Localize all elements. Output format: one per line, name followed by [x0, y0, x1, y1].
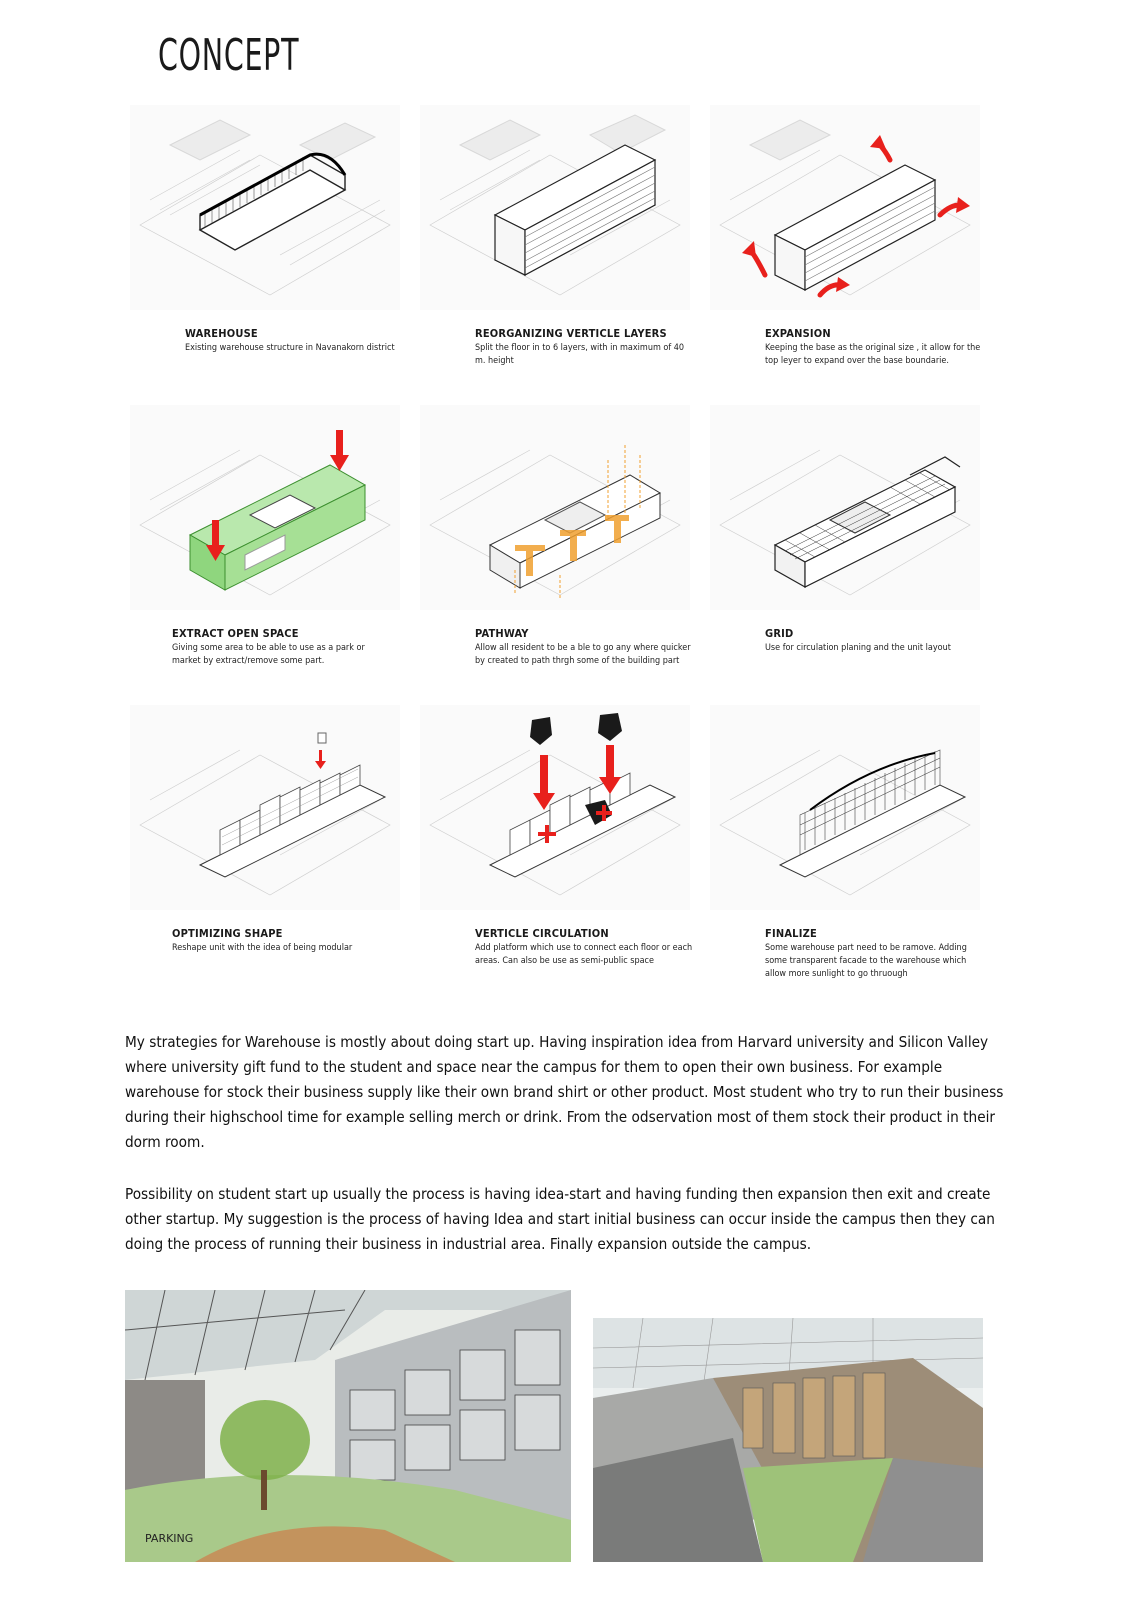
- step-description: Allow all resident to be a ble to go any…: [475, 643, 691, 666]
- strategy-paragraph: My strategies for Warehouse is mostly ab…: [125, 1033, 1004, 1151]
- aerial-sketch: [593, 1318, 983, 1562]
- step-title: WAREHOUSE: [185, 327, 258, 340]
- step-extract-open-space: EXTRACT OPEN SPACE Giving some area to b…: [130, 405, 400, 705]
- step-description: Existing warehouse structure in Navanako…: [185, 343, 395, 353]
- step-expansion: EXPANSION Keeping the base as the origin…: [710, 105, 980, 405]
- step-description: Keeping the base as the original size , …: [765, 343, 981, 366]
- step-title: FINALIZE: [765, 927, 817, 940]
- step-title: OPTIMIZING SHAPE: [172, 927, 283, 940]
- courtyard-sketch: PARKING: [125, 1290, 571, 1562]
- step-description: Use for circulation planing and the unit…: [765, 643, 951, 653]
- pathway-diagram: [420, 405, 690, 610]
- step-description: Some warehouse part need to be ramove. A…: [765, 943, 967, 979]
- optimizing-shape-diagram: [130, 705, 400, 910]
- step-title: EXTRACT OPEN SPACE: [172, 627, 299, 640]
- grid-diagram: [710, 405, 980, 610]
- step-title: REORGANIZING VERTICLE LAYERS: [475, 327, 667, 340]
- step-verticle-circulation: VERTICLE CIRCULATION Add platform which …: [420, 705, 692, 1005]
- page-title: CONCEPT: [158, 30, 300, 81]
- expansion-diagram: [710, 105, 980, 310]
- step-warehouse: WAREHOUSE Existing warehouse structure i…: [130, 105, 400, 405]
- step-title: VERTICLE CIRCULATION: [475, 927, 609, 940]
- step-title: PATHWAY: [475, 627, 529, 640]
- warehouse-diagram: [130, 105, 400, 310]
- step-pathway: PATHWAY Allow all resident to be a ble t…: [420, 405, 691, 705]
- process-paragraph: Possibility on student start up usually …: [125, 1185, 995, 1253]
- step-description: Reshape unit with the idea of being modu…: [172, 943, 353, 953]
- layers-diagram: [420, 105, 690, 310]
- step-description: Split the floor in to 6 layers, with in …: [475, 343, 685, 366]
- step-title: GRID: [765, 627, 794, 640]
- circulation-diagram: [420, 705, 690, 910]
- parking-label: PARKING: [145, 1532, 193, 1545]
- finalize-diagram: [710, 705, 980, 910]
- step-description: Add platform which use to connect each f…: [475, 943, 693, 966]
- step-title: EXPANSION: [765, 327, 831, 340]
- step-description: Giving some area to be able to use as a …: [172, 643, 365, 666]
- step-reorganizing-layers: REORGANIZING VERTICLE LAYERS Split the f…: [420, 105, 690, 405]
- step-optimizing-shape: OPTIMIZING SHAPE Reshape unit with the i…: [130, 705, 400, 1005]
- open-space-diagram: [130, 405, 400, 610]
- step-grid: GRID Use for circulation planing and the…: [710, 405, 980, 705]
- step-finalize: FINALIZE Some warehouse part need to be …: [710, 705, 980, 1005]
